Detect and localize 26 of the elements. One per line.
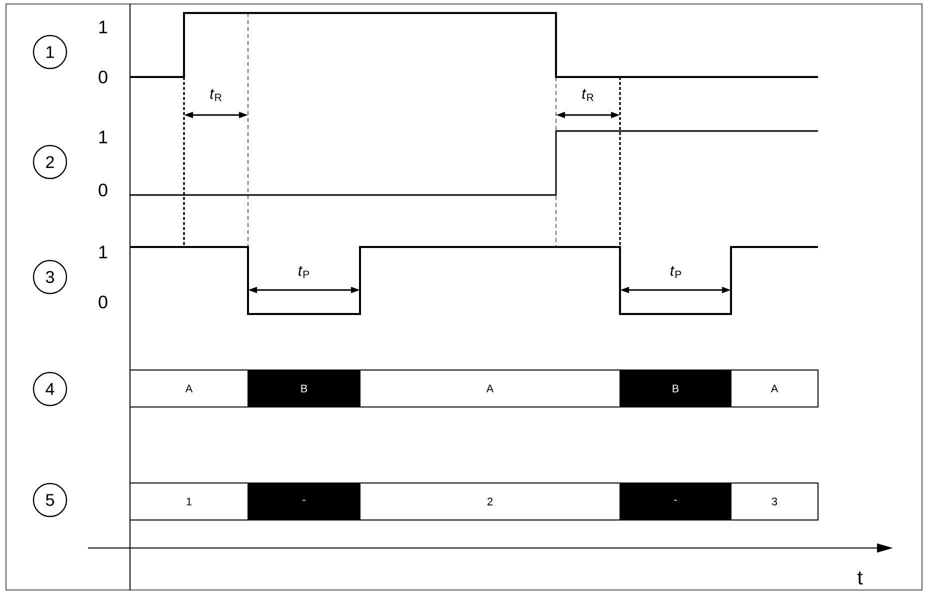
circled-number: 2 bbox=[32, 144, 68, 180]
axis-label: t bbox=[858, 571, 863, 585]
level-label: 0 bbox=[98, 296, 108, 308]
level-label: 0 bbox=[98, 70, 108, 84]
state-segment: A bbox=[730, 370, 818, 408]
level-label: 1 bbox=[99, 130, 108, 144]
state-segment: B bbox=[248, 370, 360, 408]
time-label: t$_{R}$ bbox=[582, 89, 594, 101]
state-segment: A bbox=[130, 370, 248, 408]
circled-number: 3 bbox=[32, 260, 68, 294]
state-segment: A bbox=[360, 370, 620, 408]
level-label: 0 bbox=[98, 184, 108, 196]
circled-number: 1 bbox=[32, 34, 68, 70]
state-segment: 1 bbox=[130, 482, 248, 520]
level-label: 1 bbox=[99, 246, 108, 258]
state-segment: - bbox=[248, 482, 360, 520]
time-label: t$_{P}$ bbox=[670, 266, 682, 278]
circled-number: 5 bbox=[32, 482, 68, 518]
state-segment: 3 bbox=[730, 482, 818, 520]
state-segment: - bbox=[620, 482, 732, 520]
time-label: t$_{P}$ bbox=[298, 266, 310, 278]
state-segment: 2 bbox=[360, 482, 620, 520]
state-segment: B bbox=[620, 370, 732, 408]
time-label: t$_{R}$ bbox=[210, 89, 222, 101]
level-label: 1 bbox=[99, 20, 108, 34]
circled-number: 4 bbox=[32, 372, 68, 406]
